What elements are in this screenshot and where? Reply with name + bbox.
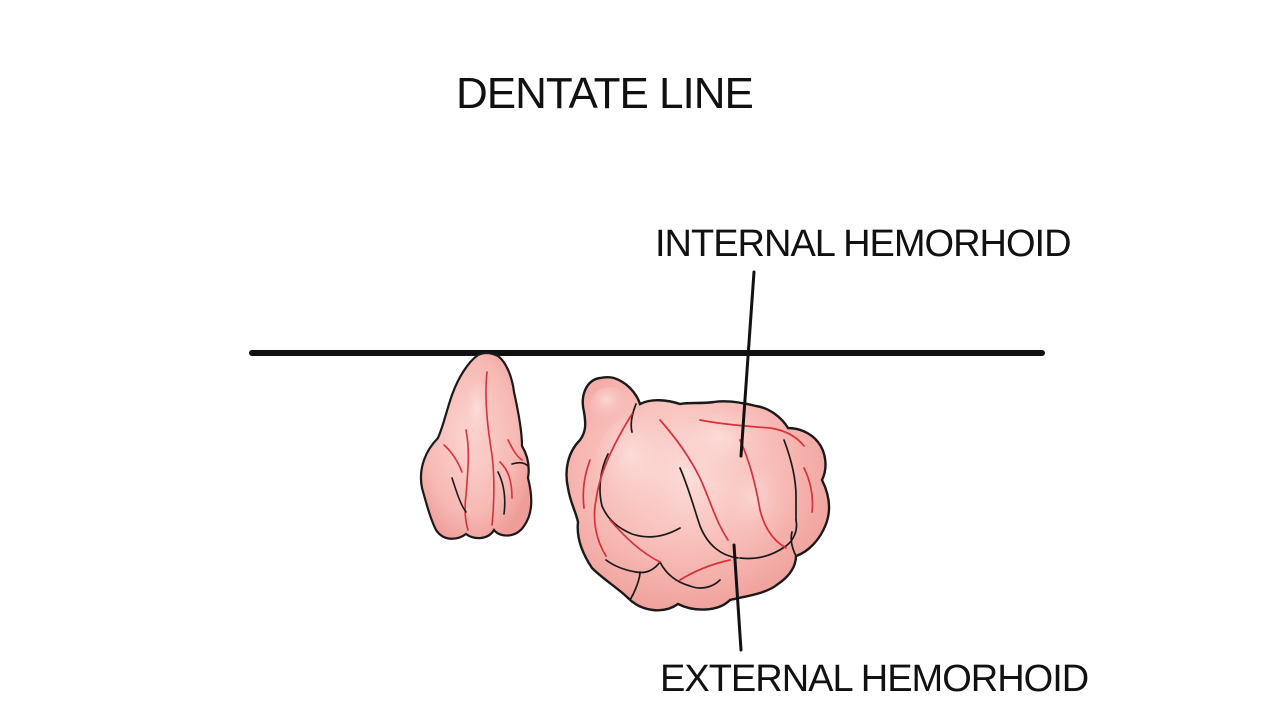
large-vessels: [582, 413, 814, 581]
small-lobe-highlight: [464, 382, 496, 458]
small-hemorrhoid: [419, 351, 533, 540]
external-leader-line: [732, 543, 743, 652]
large-lobe-knob: [590, 387, 630, 423]
internal-hemorrhoid-label: INTERNAL HEMORHOID: [655, 223, 1072, 265]
large-lobe-left: [594, 414, 686, 530]
large-lobe-top: [678, 412, 782, 484]
diagram-title: DENTATE LINE: [456, 69, 754, 118]
large-hemorrhoid: [565, 376, 831, 612]
external-hemorrhoid-label: EXTERNAL HEMORHOID: [660, 658, 1089, 700]
small-vessels: [443, 371, 523, 531]
internal-leader-line: [739, 270, 756, 458]
large-folds: [599, 403, 798, 601]
small-folds: [451, 461, 529, 515]
